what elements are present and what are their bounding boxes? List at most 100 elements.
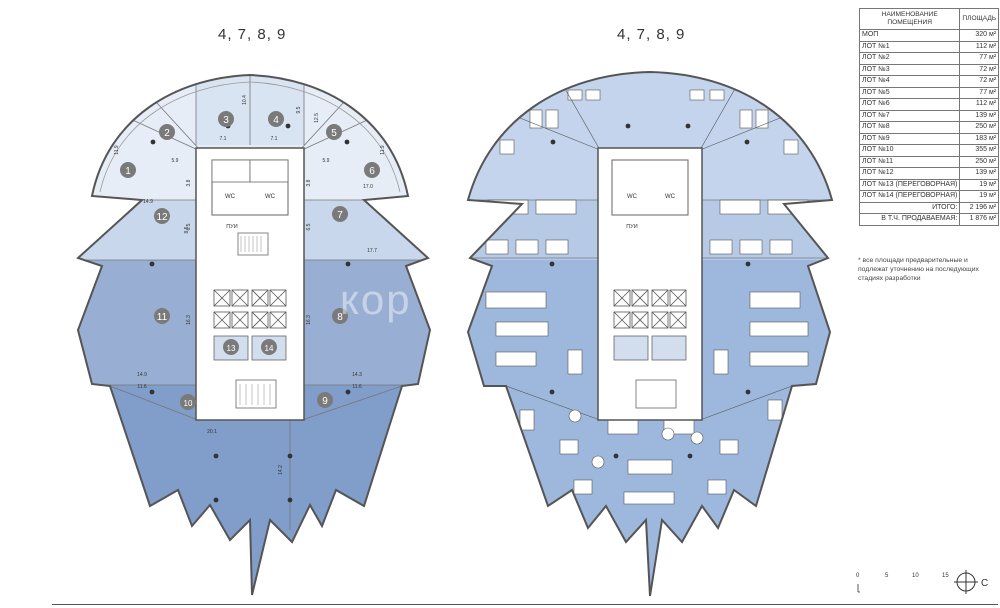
lot-badge-1: 1 [120, 162, 136, 178]
svg-text:11.9: 11.9 [114, 145, 120, 155]
table-total-value: 2 196 м² [959, 201, 1000, 214]
table-sellable-label: В Т.Ч. ПРОДАВАЕМАЯ: [858, 213, 961, 226]
table-cell-area: 19 м² [959, 178, 1000, 191]
table-cell-name: ЛОТ №6 [858, 98, 961, 111]
svg-text:14.2: 14.2 [278, 465, 284, 475]
table-cell-name: ЛОТ №4 [858, 75, 961, 88]
lot-badge-11: 11 [154, 308, 170, 324]
table-sellable-value: 1 876 м² [959, 213, 1000, 226]
lot-badge-4: 4 [268, 111, 284, 127]
svg-text:20.1: 20.1 [207, 429, 217, 435]
table-cell-name: ЛОТ №2 [858, 52, 961, 65]
svg-text:7.1: 7.1 [271, 136, 278, 142]
svg-text:14.9: 14.9 [143, 199, 153, 205]
svg-text:14.9: 14.9 [137, 372, 147, 378]
scale-label-15: 15 [942, 573, 949, 579]
svg-text:12.5: 12.5 [314, 113, 320, 123]
scale-label-0: 0 [856, 573, 860, 579]
table-cell-area: 139 м² [959, 109, 1000, 122]
table-cell-area: 139 м² [959, 167, 1000, 180]
right-plan-outline [466, 70, 834, 597]
lot-zone-12 [78, 200, 198, 260]
svg-text:10: 10 [184, 399, 193, 408]
lot-badge-9: 9 [317, 392, 333, 408]
svg-text:13: 13 [227, 344, 236, 353]
left-dimensions: 11.9 5.9 10.4 9.5 7.1 7.1 12.5 5.9 11.9 … [114, 95, 386, 475]
svg-text:3.8: 3.8 [186, 179, 192, 186]
lot-badge-8: 8 [332, 308, 348, 324]
svg-text:WC: WC [665, 194, 676, 200]
table-row: ЛОТ №14 (ПЕРЕГОВОРНАЯ)19 м² [858, 190, 1000, 203]
svg-text:2: 2 [164, 128, 170, 139]
svg-text:3: 3 [223, 115, 229, 126]
lot-badge-10: 10 [180, 394, 196, 410]
left-columns [149, 123, 351, 503]
table-cell-name: ЛОТ №8 [858, 121, 961, 134]
area-note: * все площади предварительные и подлежат… [858, 257, 979, 282]
svg-text:4: 4 [273, 115, 279, 126]
lot-badge-12: 12 [154, 208, 170, 224]
scale-label-10: 10 [912, 573, 919, 579]
table-cell-name: ЛОТ №9 [858, 132, 961, 145]
table-cell-area: 250 м² [959, 155, 1000, 168]
right-plan: WC WC ПУИ [466, 70, 834, 597]
watermark: кор [340, 276, 412, 323]
table-cell-area: 355 м² [959, 144, 1000, 157]
svg-text:ПУИ: ПУИ [626, 224, 637, 230]
lot-zone-top-left [78, 75, 196, 200]
table-cell-area: 77 м² [959, 52, 1000, 65]
left-plan-inner-outline [99, 81, 251, 193]
table-cell-area: 250 м² [959, 121, 1000, 134]
svg-text:6.5: 6.5 [306, 223, 312, 230]
lot-zone-top-right [304, 75, 430, 200]
svg-text:5.9: 5.9 [323, 158, 330, 164]
north-compass-icon: С [954, 570, 988, 594]
svg-text:1: 1 [125, 166, 131, 177]
right-plan-title: 4, 7, 8, 9 [617, 26, 686, 43]
svg-text:16.3: 16.3 [306, 315, 312, 325]
table-cell-area: 72 м² [959, 75, 1000, 88]
left-plan: WC WC ПУИ [76, 73, 432, 596]
scale-bar [857, 584, 860, 593]
lot-badge-7: 7 [332, 206, 348, 222]
table-cell-name: МОП [858, 29, 961, 42]
table-cell-area: 77 м² [959, 86, 1000, 99]
table-cell-name: ЛОТ №12 [858, 167, 961, 180]
svg-text:8: 8 [337, 312, 343, 323]
table-cell-name: ЛОТ №11 [858, 155, 961, 168]
svg-text:11: 11 [157, 312, 168, 323]
lot-badge-14: 14 [261, 339, 277, 355]
left-core-wc2: WC [265, 194, 276, 200]
table-cell-name: ЛОТ №10 [858, 144, 961, 157]
lot-badge-2: 2 [159, 124, 175, 140]
svg-text:17.7: 17.7 [367, 248, 377, 254]
table-cell-name: ЛОТ №13 (ПЕРЕГОВОРНАЯ) [858, 178, 961, 191]
table-cell-area: 320 м² [959, 29, 1000, 42]
svg-text:6: 6 [369, 166, 375, 177]
lot-zone-8 [302, 260, 430, 385]
table-cell-name: ЛОТ №1 [858, 40, 961, 53]
svg-text:WC: WC [627, 194, 638, 200]
left-core-puv: ПУИ [226, 224, 237, 230]
svg-text:17.0: 17.0 [363, 184, 373, 190]
bottom-divider [52, 604, 998, 605]
lot-badge-5: 5 [326, 124, 342, 140]
table-cell-name: ЛОТ №5 [858, 86, 961, 99]
table-cell-area: 19 м² [959, 190, 1000, 203]
left-plan-title: 4, 7, 8, 9 [218, 26, 287, 43]
svg-text:8.5: 8.5 [184, 226, 190, 233]
left-lot-badges: 1 2 3 4 5 6 7 8 9 10 11 12 13 14 [120, 111, 380, 410]
svg-text:5: 5 [331, 128, 337, 139]
